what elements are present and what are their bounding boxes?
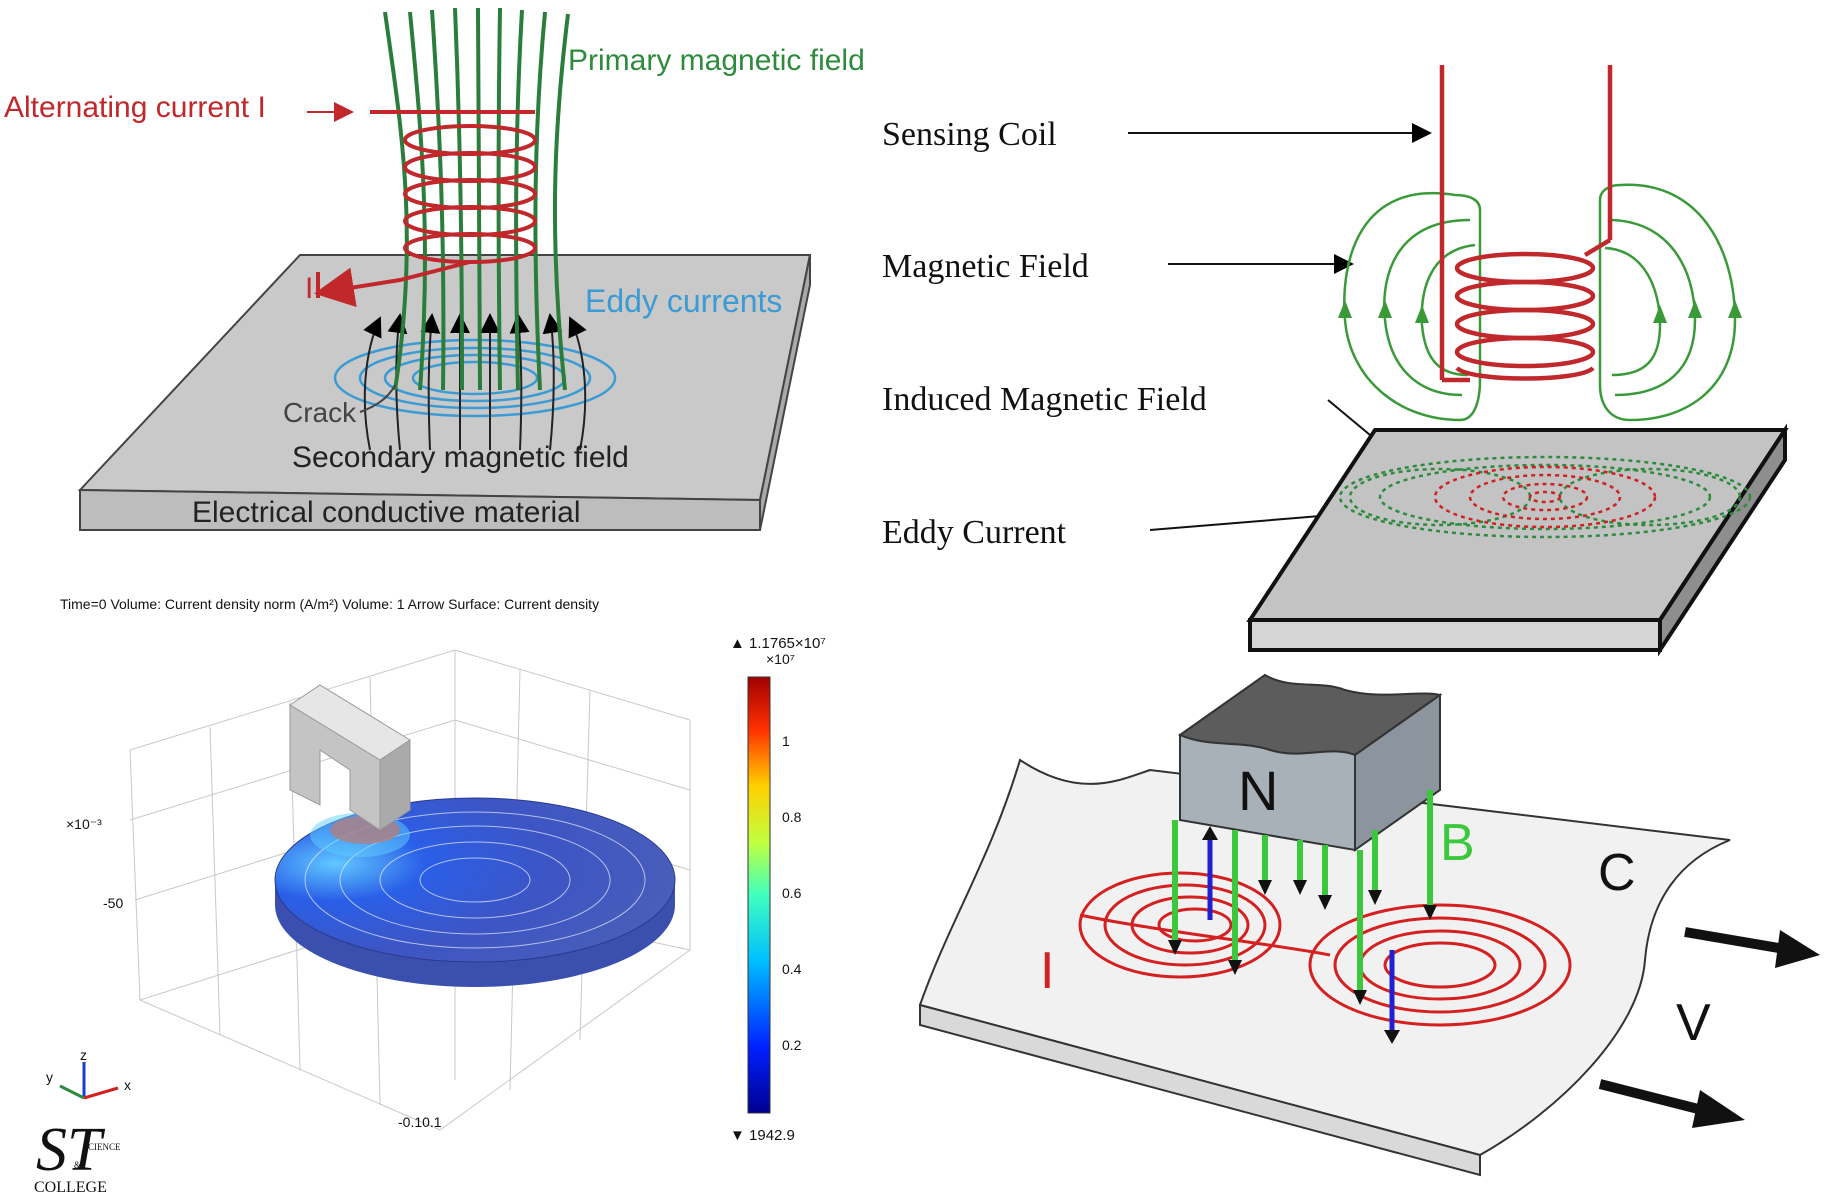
colorbar-ticks: 1 0.8 0.6 0.4 0.2 [782, 733, 802, 1053]
label-eddy-current: Eddy Current [882, 514, 1067, 551]
colorbar-tick: 0.8 [782, 809, 802, 825]
axis-value: -50 [103, 895, 123, 911]
logo-college: COLLEGE [34, 1179, 107, 1196]
magnet-yoke [289, 684, 411, 831]
label-current-i: I [305, 272, 313, 305]
label-current-i: I [1040, 942, 1054, 1000]
color-bar: ▲ 1.1765×10⁷ ×10⁷ ▼ 1942.9 1 0.8 0.6 0.4… [730, 635, 826, 1144]
colorbar-tick: 1 [782, 733, 790, 749]
triad-x: x [124, 1077, 131, 1093]
colorbar-tick: 0.4 [782, 961, 802, 977]
label-north: N [1238, 759, 1278, 822]
b-field-arrowheads [1168, 880, 1437, 1005]
axis-exponent: ×10⁻³ [66, 816, 102, 832]
conductor-sheet [918, 758, 1731, 1157]
logo-ampersand: & [74, 1160, 81, 1170]
conductive-disk [274, 797, 676, 987]
label-induced-field: Induced Magnetic Field [882, 381, 1207, 418]
panel-a-eddy-current-diagram: Primary magnetic field Alternating curre… [4, 7, 865, 531]
colorbar-exponent: ×10⁷ [766, 651, 795, 667]
sensing-coil [1439, 65, 1613, 383]
colorbar-tick: 0.6 [782, 885, 802, 901]
label-primary-field: Primary magnetic field [568, 44, 865, 77]
label-secondary-field: Secondary magnetic field [292, 441, 629, 474]
b-field-lines [1172, 790, 1433, 990]
test-plate [1246, 423, 1789, 657]
eddy-current-loops [333, 338, 617, 418]
panel-d-moving-conductor: N [918, 673, 1820, 1177]
logo-monogram: ST [36, 1116, 106, 1184]
panel-c-simulation-plot: Time=0 Volume: Current density norm (A/m… [34, 596, 826, 1196]
label-eddy-currents: Eddy currents [585, 283, 782, 319]
axis-triad: z x y [46, 1047, 131, 1100]
coil-winding [314, 110, 537, 308]
triad-z: z [80, 1047, 87, 1063]
label-velocity-v: V [1676, 994, 1711, 1052]
colorbar-min: ▼ 1942.9 [730, 1127, 795, 1144]
label-crack: Crack [283, 397, 357, 428]
label-conductor-c: C [1598, 844, 1636, 902]
colorbar-tick: 0.2 [782, 1037, 802, 1053]
field-arrows [1338, 300, 1742, 323]
label-b-field: B [1440, 814, 1475, 872]
primary-field-lines [383, 7, 570, 391]
label-magnetic-field: Magnetic Field [882, 248, 1089, 285]
induced-field-loops [1338, 455, 1752, 539]
force-vectors [1202, 826, 1400, 1044]
velocity-arrows [1598, 927, 1820, 1128]
eddy-loops [1078, 871, 1572, 1027]
triad-y: y [46, 1069, 53, 1085]
current-arrows [304, 811, 646, 949]
label-alternating-current: Alternating current I [4, 91, 266, 124]
colorbar-max: ▲ 1.1765×10⁷ [730, 635, 826, 652]
axis-bottom-ticks: -0.10.1 [398, 1114, 442, 1130]
label-conductive-material: Electrical conductive material [192, 496, 581, 529]
label-sensing-coil: Sensing Coil [882, 116, 1057, 153]
college-logo: ST CIENCE & COLLEGE [34, 1116, 121, 1196]
magnetic-field-loops [1343, 183, 1737, 422]
panel-b-sensing-coil-diagram: Sensing Coil Magnetic Field Induced Magn… [882, 65, 1789, 657]
simulation-title: Time=0 Volume: Current density norm (A/m… [60, 596, 599, 612]
logo-science: CIENCE [88, 1142, 121, 1152]
magnet-block: N [1177, 673, 1443, 852]
